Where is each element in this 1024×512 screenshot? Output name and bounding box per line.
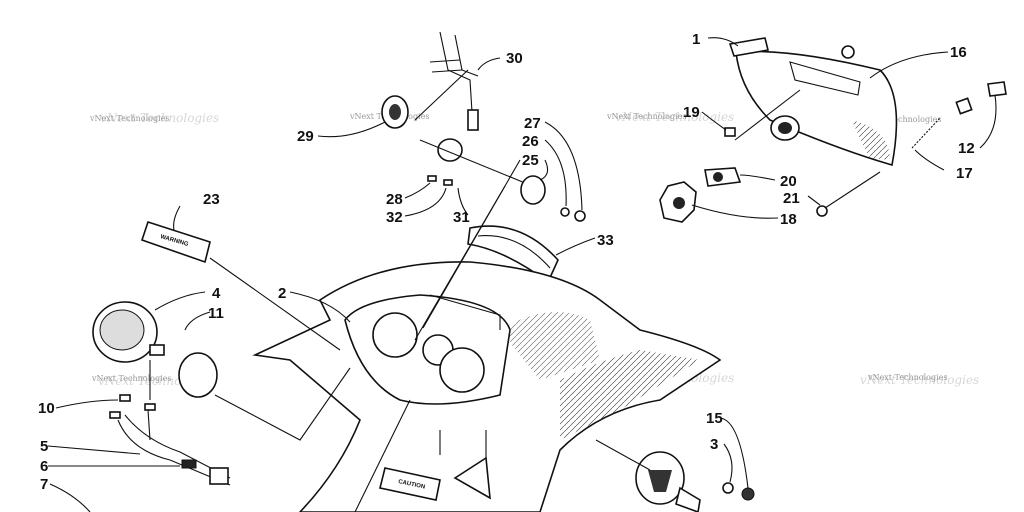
watermark: vNext Technologies [861, 115, 941, 124]
adjuster-nut [987, 81, 1007, 97]
switch-nut [741, 487, 755, 501]
harness-connector [467, 109, 479, 131]
caution-label [379, 467, 441, 501]
callout-12: 12 [958, 140, 975, 157]
switch-body [675, 486, 701, 512]
callout-20: 20 [780, 173, 797, 190]
housing-grommet [841, 45, 855, 59]
headlight-assembly [659, 37, 1007, 223]
warning-decal: WARNING [140, 205, 341, 351]
watermark: vNext Technologies [606, 112, 686, 121]
callout-31: 31 [453, 209, 470, 226]
lamp-ring [437, 138, 463, 162]
lock-nut [574, 210, 586, 222]
callout-5: 5 [40, 438, 48, 455]
callout-16: 16 [950, 44, 967, 61]
callout-10: 10 [38, 400, 55, 417]
callout-30: 30 [506, 50, 523, 67]
callout-18: 18 [780, 211, 797, 228]
callout-11: 11 [208, 305, 224, 322]
callout-21: 21 [783, 190, 800, 207]
connector-c [119, 394, 131, 402]
gauge-bezel [178, 352, 218, 398]
mounting-screw [724, 127, 736, 137]
bulb-small [427, 175, 437, 182]
key-switch-assembly [595, 417, 755, 512]
callout-2: 2 [278, 285, 286, 302]
callout-25: 25 [522, 152, 539, 169]
lower-harness [47, 394, 411, 512]
switch-washer [722, 482, 734, 494]
callout-4: 4 [212, 285, 221, 302]
bolt-head [816, 205, 828, 217]
connector-b [144, 403, 156, 411]
watermark: vNext Technologies [867, 373, 947, 382]
warning-triangle [453, 456, 491, 500]
callout-15: 15 [706, 410, 723, 427]
callout-33: 33 [597, 232, 614, 249]
switch-knob [520, 175, 546, 205]
speedometer-assembly [92, 291, 351, 441]
headlight-bezel [789, 61, 861, 96]
callout-27: 27 [524, 115, 541, 132]
callout-26: 26 [522, 133, 539, 150]
caution-decal: CAUTION [379, 467, 441, 501]
callout-17: 17 [956, 165, 973, 182]
harness-plug [209, 467, 229, 485]
callout-3: 3 [710, 436, 718, 453]
spring-bracket [955, 97, 973, 115]
warning-label [140, 220, 211, 264]
headlight-housing [735, 50, 898, 167]
speedo-connector [149, 344, 165, 356]
indicator-assembly [317, 31, 586, 222]
callout-1: 1 [692, 31, 700, 48]
windshield-trim [467, 225, 596, 284]
connector-a [109, 411, 121, 419]
watermark: vNext Technologies [100, 111, 219, 125]
callouts: 1 16 19 12 17 20 21 18 30 29 27 26 25 28… [38, 31, 975, 493]
inline-fuse [181, 459, 197, 469]
headlight-clip [728, 37, 769, 57]
callout-23: 23 [203, 191, 220, 208]
dashboard-hood: CAUTION [252, 261, 722, 512]
callout-19: 19 [683, 104, 700, 121]
callout-32: 32 [386, 209, 403, 226]
warning-triangle-decal [453, 456, 491, 500]
bulb-socket-small [443, 179, 453, 186]
gauge-opening-right [439, 347, 485, 393]
watermark: vNext Technologies [91, 374, 171, 383]
caution-text: CAUTION [398, 479, 426, 491]
harness-wire [117, 419, 231, 486]
watermark: vNext Technologies [89, 114, 169, 123]
callout-28: 28 [386, 191, 403, 208]
callout-29: 29 [297, 128, 314, 145]
callout-7: 7 [40, 476, 48, 493]
watermark: vNext Technologies [860, 373, 979, 387]
long-bolt [821, 171, 881, 211]
callout-6: 6 [40, 458, 48, 475]
washer [560, 207, 570, 217]
wiring-harness [439, 31, 473, 113]
trim-strip [467, 225, 559, 284]
gauge-opening-left [372, 312, 418, 358]
